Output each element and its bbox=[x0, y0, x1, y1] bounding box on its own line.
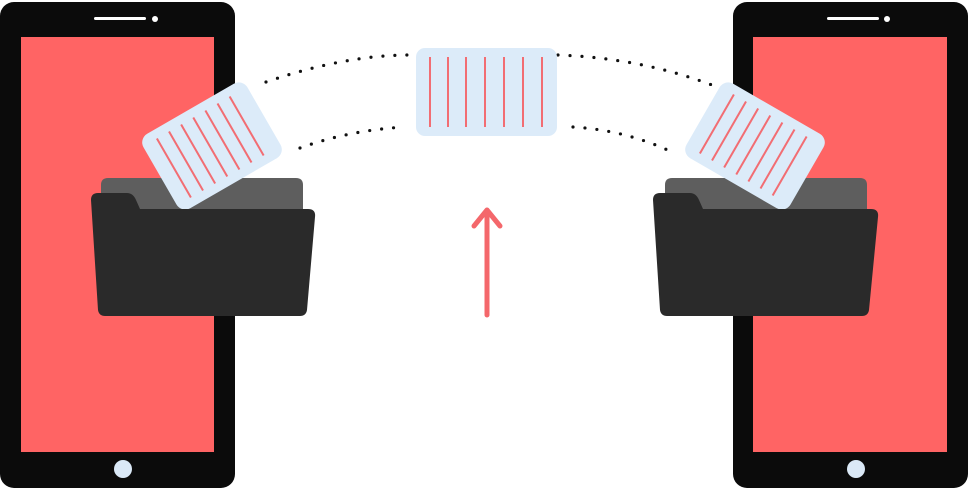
left-document-icon bbox=[142, 82, 282, 210]
right-folder-icon bbox=[653, 82, 879, 316]
upload-arrow-icon bbox=[471, 207, 503, 318]
dotted-transfer-path bbox=[264, 53, 714, 154]
right-document-icon bbox=[685, 82, 825, 210]
left-folder-icon bbox=[91, 82, 316, 316]
center-document-icon bbox=[416, 48, 557, 136]
